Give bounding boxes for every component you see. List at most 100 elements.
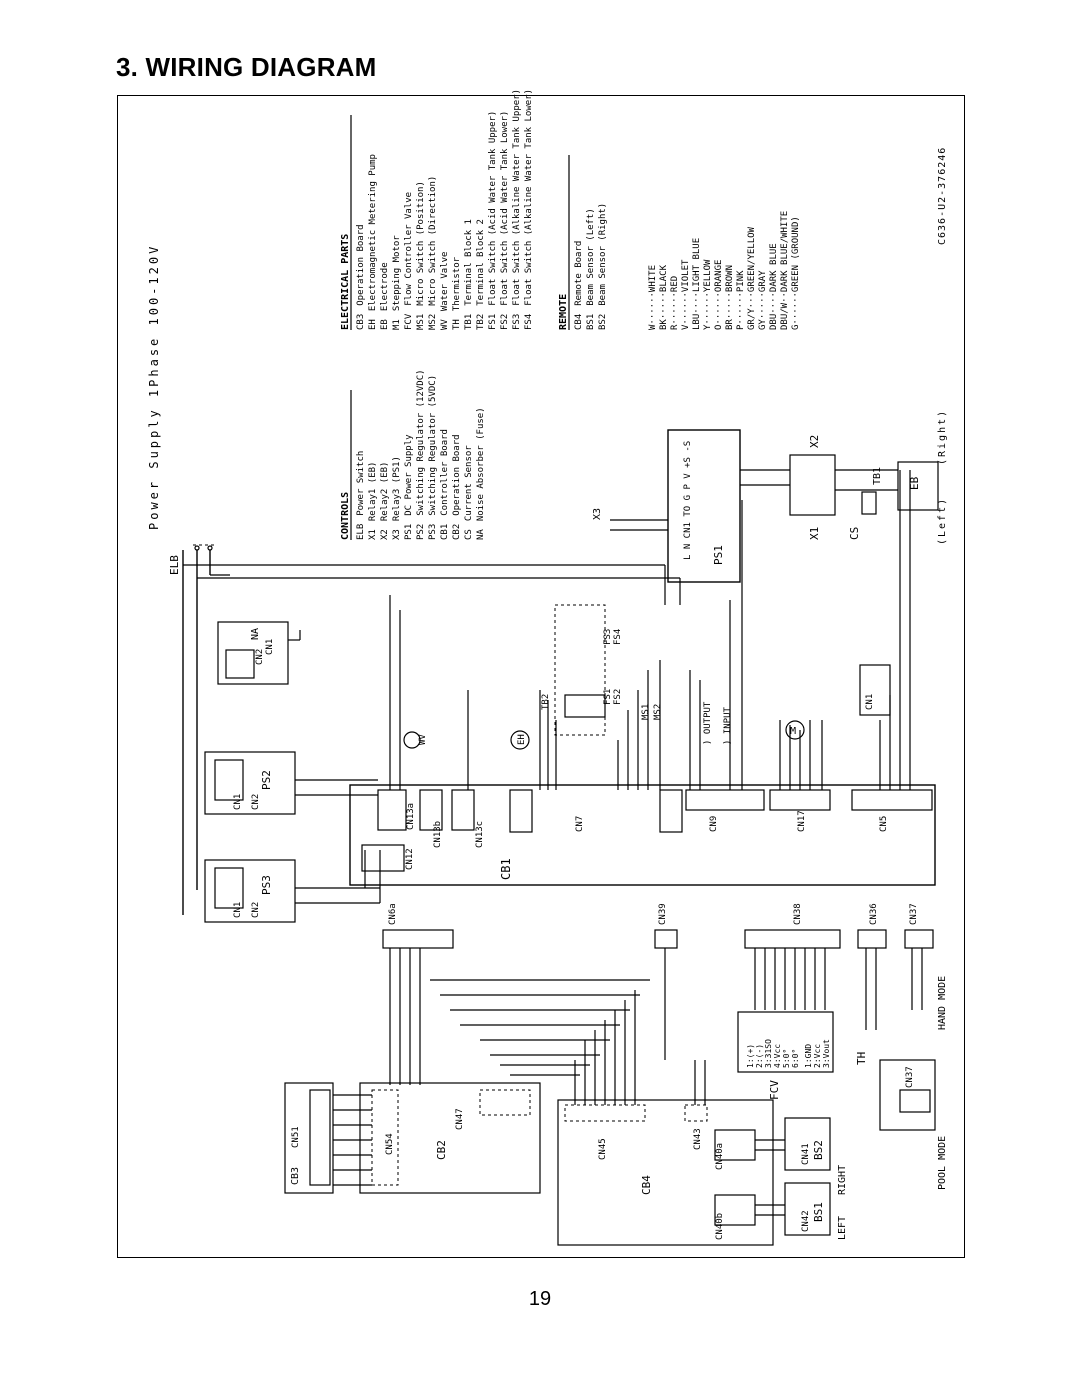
bs1-sensor: CN42 BS1 LEFT [755,1182,848,1240]
svg-text:ELBPower Switch: ELBPower Switch [356,451,366,540]
cn37-label: CN37 [909,903,919,925]
ps2-label: PS2 [260,770,273,790]
svg-text:X3Relay3 (PS1): X3Relay3 (PS1) [392,456,402,540]
na-label: NA [250,628,261,640]
cn13c-label: CN13c [475,821,485,848]
cs-cn1-label: CN1 [865,694,875,710]
pool-mode-label: POOL MODE [937,1136,948,1190]
fcv-block: FCV TH 1:(+) 2:(-) 3:31SO 4:Vcc 5:0° 6:0… [737,1011,868,1100]
cn47-label: CN47 [455,1108,465,1130]
cb4-label: CB4 [640,1175,653,1195]
elb-label: ELB [168,555,181,575]
fcv-pin-5: 6:0° [791,1049,800,1068]
output-label: ) OUTPUT [703,701,713,745]
svg-text:PS1DC Power Supply: PS1DC Power Supply [404,434,414,540]
relay-block: X1 X2 CS TB1 EB [740,435,939,540]
svg-text:FS2Float Switch (Acid Water Ta: FS2Float Switch (Acid Water Tank Lower) [500,111,510,330]
cn37-remote-box: CN37 [879,1059,936,1131]
tb2-label: TB2 [541,694,551,710]
hand-mode-label: HAND MODE [937,976,948,1030]
na-cn2-label: CN2 [255,649,265,665]
diagram-frame [117,95,965,1258]
color-code-12: DBU/W··DARK BLUE/WHITE [780,211,790,330]
electrical-list: CB3Operation Board EHElectromagnetic Met… [356,89,534,330]
power-supply-text: Power Supply 1Phase 100-120V [147,244,161,530]
x2-label: X2 [808,435,821,448]
svg-text:CSCurrent Sensor: CSCurrent Sensor [464,445,474,540]
ps-to-cb1-wires [330,779,381,904]
motor-label: M [790,726,796,737]
fs4-label: FS4 [613,629,623,645]
ms2-label: MS2 [653,704,663,720]
top-vertical-wires [389,470,911,790]
color-code-1: BK·····BLACK [659,264,669,330]
cn43-label: CN43 [693,1128,703,1150]
left-sensor-label: LEFT [837,1216,848,1240]
svg-text:X2Relay2 (EB): X2Relay2 (EB) [380,462,390,540]
ps3-label: PS3 [260,875,273,895]
cn40a-label: CN40a [715,1143,725,1170]
svg-text:CB3Operation Board: CB3Operation Board [356,224,366,330]
ps2-regulator: PS2 CN1 CN2 [204,751,330,815]
controls-list: ELBPower Switch X1Relay1 (EB) X2Relay2 (… [356,369,486,540]
fs1-label: FS1 [603,689,613,705]
elb-text: ELB [168,555,181,575]
middle-components: WV EH TB2 FS1 FS2 FS3 FS4 MS1 MS2 ) OUTP… [403,604,891,750]
color-code-2: R······RED [670,276,680,330]
color-code-9: GR/Y···GREEN/YELLOW [747,226,757,330]
svg-text:FCVFlow Controller Valve: FCVFlow Controller Valve [404,192,414,330]
fcv-pin-2: 3:31SO [764,1039,773,1068]
pool-mode-text: POOL MODE [937,1136,948,1190]
drawing-code: C636-U2-376246 [937,147,948,245]
fcv-pin-6: 1:GND [804,1044,813,1068]
svg-text:CB1Controller Board: CB1Controller Board [440,429,450,540]
x3-relay: X3 [592,508,668,531]
cn6a-label: CN6a [388,903,398,925]
remote-legend: REMOTE CB4Remote Board BS1Beam Sensor (L… [558,155,608,330]
controls-header: CONTROLS [340,492,351,540]
color-code-13: G······GREEN (GROUND) [791,216,801,330]
color-code-3: V······VIOLET [681,259,691,330]
svg-text:TB1Terminal Block 1: TB1Terminal Block 1 [464,219,474,330]
electrical-header: ELECTRICAL PARTS [340,234,351,330]
svg-text:FS4Float Switch (Alkaline Wate: FS4Float Switch (Alkaline Water Tank Low… [524,89,534,330]
cb2-label: CB2 [435,1140,448,1160]
svg-text:BS1Beam Sensor (Left): BS1Beam Sensor (Left) [586,208,596,330]
power-supply-label: Power Supply 1Phase 100-120V [147,244,161,530]
svg-text:PS2Switching Regulator (12VDC): PS2Switching Regulator (12VDC) [416,369,426,540]
svg-text:BS2Beam Sensor (Right): BS2Beam Sensor (Right) [598,203,608,330]
electrical-parts-legend: ELECTRICAL PARTS CB3Operation Board EHEl… [340,89,534,330]
ms1-label: MS1 [641,704,651,720]
ps3-cn2-label: CN2 [251,902,261,918]
cn40b-label: CN40b [715,1213,725,1240]
ps1-power-supply: L N CN1 TO G P V +S -S PS1 [667,429,741,583]
fcv-pin-7: 2:Vcc [813,1044,822,1068]
x1-label: X1 [808,527,821,540]
color-code-8: P······PINK [736,270,746,330]
cn41-label: CN41 [801,1143,811,1165]
cb3-board: CB3 CN51 [284,1082,334,1194]
fs2-label: FS2 [613,689,623,705]
svg-text:CB4Remote Board: CB4Remote Board [574,241,584,330]
fcv-pin-8: 3:Vout [822,1039,831,1068]
svg-text:EBElectrode: EBElectrode [380,262,390,330]
svg-text:NANoise Absorber (Fuse): NANoise Absorber (Fuse) [476,407,486,540]
controls-legend: CONTROLS ELBPower Switch X1Relay1 (EB) X… [340,369,486,540]
svg-text:TB2Terminal Block 2: TB2Terminal Block 2 [476,219,486,330]
svg-text:FS3Float Switch (Alkaline Wate: FS3Float Switch (Alkaline Water Tank Upp… [512,89,522,330]
eh-label: EH [517,734,527,745]
page-title: 3. WIRING DIAGRAM [116,52,377,82]
color-code-4: LBU····LIGHT BLUE [692,238,702,330]
cn45-label: CN45 [598,1138,608,1160]
svg-text:M1Stepping Motor: M1Stepping Motor [392,235,402,330]
ps2-cn1-label: CN1 [233,794,243,810]
x3-label: X3 [592,508,603,520]
wv-label: WV [418,734,428,745]
ps1-terminals: L N CN1 TO G P V +S -S [683,441,693,560]
ps3-regulator: PS3 CN1 CN2 [204,859,330,923]
color-code-0: W······WHITE [648,265,658,330]
color-code-10: GY·····GRAY [758,270,768,330]
fcv-pin-0: 1:(+) [746,1044,755,1068]
hand-mode-text: HAND MODE [937,976,948,1030]
